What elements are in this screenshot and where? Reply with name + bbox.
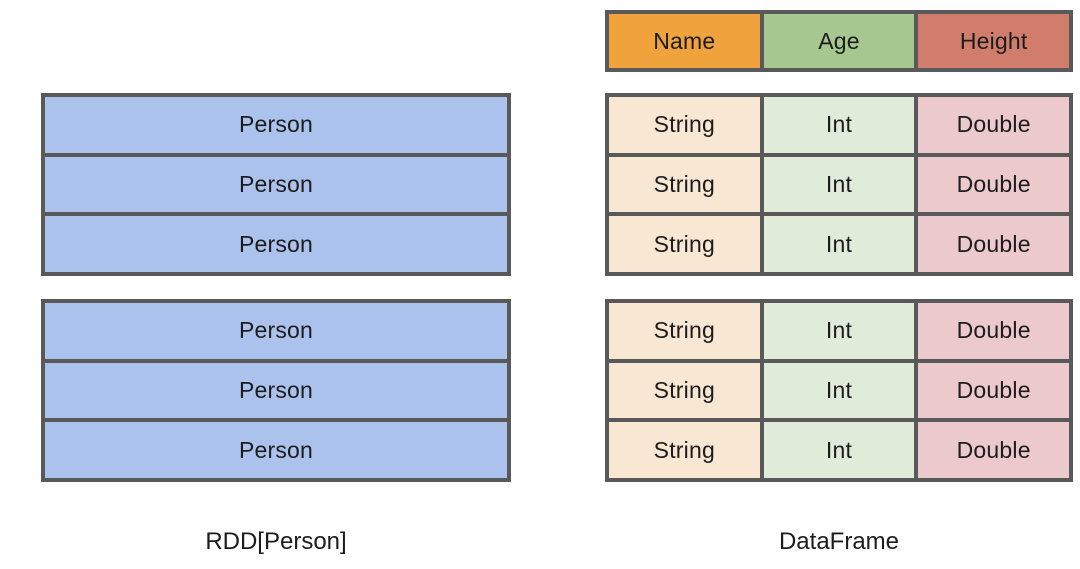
df-cell-string: String	[609, 303, 760, 359]
df-cell-string: String	[609, 216, 760, 272]
header-cell-age: Age	[763, 14, 915, 68]
dataframe-partition-2: String Int Double String Int Double Stri…	[605, 299, 1073, 482]
df-cell-double: Double	[918, 156, 1069, 213]
df-cell-int: Int	[763, 422, 915, 478]
rdd-record: Person	[45, 422, 507, 478]
dataframe-caption: DataFrame	[778, 528, 900, 555]
rdd-record: Person	[45, 97, 507, 153]
rdd-partition-1: Person Person Person	[41, 93, 511, 276]
header-cell-height: Height	[918, 14, 1069, 68]
rdd-record: Person	[45, 362, 507, 419]
rdd-caption: RDD[Person]	[205, 528, 347, 555]
df-cell-int: Int	[763, 156, 915, 213]
df-cell-double: Double	[918, 97, 1069, 153]
df-cell-int: Int	[763, 97, 915, 153]
df-cell-int: Int	[763, 216, 915, 272]
df-cell-int: Int	[763, 362, 915, 419]
df-cell-string: String	[609, 422, 760, 478]
df-cell-double: Double	[918, 216, 1069, 272]
df-cell-double: Double	[918, 303, 1069, 359]
df-cell-double: Double	[918, 362, 1069, 419]
df-cell-double: Double	[918, 422, 1069, 478]
df-cell-int: Int	[763, 303, 915, 359]
rdd-record: Person	[45, 303, 507, 359]
rdd-record: Person	[45, 156, 507, 213]
dataframe-header-row: Name Age Height	[605, 10, 1073, 72]
header-cell-name: Name	[609, 14, 760, 68]
dataframe-partition-1: String Int Double String Int Double Stri…	[605, 93, 1073, 276]
rdd-partition-2: Person Person Person	[41, 299, 511, 482]
df-cell-string: String	[609, 156, 760, 213]
df-cell-string: String	[609, 362, 760, 419]
rdd-record: Person	[45, 216, 507, 272]
df-cell-string: String	[609, 97, 760, 153]
